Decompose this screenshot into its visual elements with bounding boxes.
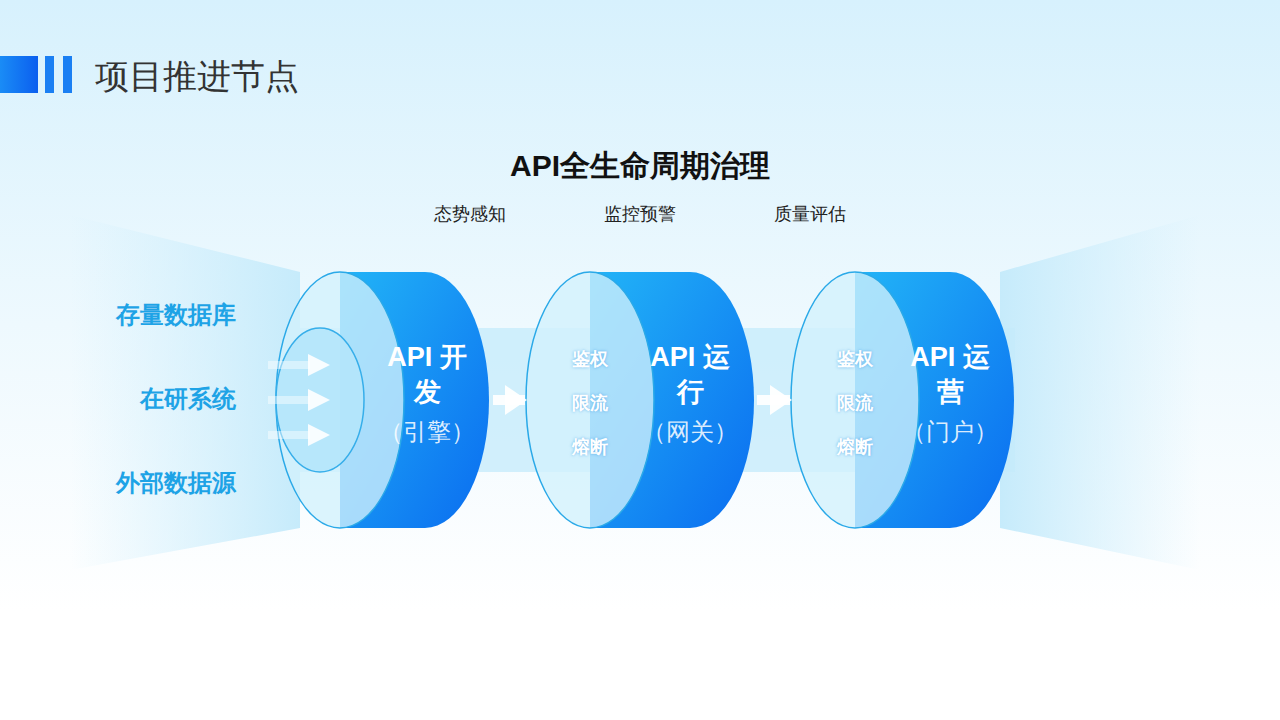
cylinder-face bbox=[276, 272, 404, 528]
stage-caption: 态势感知 bbox=[390, 203, 550, 226]
cylinder-face bbox=[791, 272, 919, 528]
capability-item: 熔断 bbox=[560, 436, 620, 459]
stage-name: API 运营 bbox=[910, 340, 990, 410]
cylinder-shape bbox=[275, 270, 493, 530]
source-label: 外部数据源 bbox=[60, 467, 236, 498]
source-label: 存量数据库 bbox=[60, 299, 236, 330]
stage-cylinder: 鉴权限流熔断 API 运营 （门户） bbox=[790, 270, 1016, 530]
capability-item: 限流 bbox=[560, 392, 620, 415]
stage-cylinder: API 开发 （引擎） bbox=[275, 270, 493, 530]
header-bar bbox=[45, 56, 54, 93]
arrow-head bbox=[308, 424, 330, 446]
capability-item: 鉴权 bbox=[825, 348, 885, 371]
cylinder-face bbox=[526, 272, 654, 528]
inner-ring bbox=[276, 328, 364, 472]
cylinder-shape bbox=[790, 270, 1016, 530]
source-label: 在研系统 bbox=[60, 383, 236, 414]
stage-component: （门户） bbox=[890, 416, 1010, 447]
capability-item: 熔断 bbox=[825, 436, 885, 459]
flow-arrow bbox=[757, 395, 790, 405]
arrow-head bbox=[308, 354, 330, 376]
cylinder-shape bbox=[525, 270, 757, 530]
arrow-shaft bbox=[268, 396, 310, 404]
header-block bbox=[0, 56, 38, 93]
arrow-shaft bbox=[268, 431, 310, 439]
stage-caption: 质量评估 bbox=[730, 203, 890, 226]
arrow-shaft bbox=[268, 361, 310, 369]
capability-item: 限流 bbox=[825, 392, 885, 415]
flow-arrow bbox=[493, 395, 525, 405]
diagram-heading: API全生命周期治理 bbox=[340, 146, 940, 185]
stage-cylinder: 鉴权限流熔断 API 运行 （网关） bbox=[525, 270, 757, 530]
stage-component: （引擎） bbox=[367, 416, 487, 447]
source-arrows bbox=[268, 354, 330, 446]
slide-title: 项目推进节点 bbox=[95, 54, 299, 98]
stage-component: （网关） bbox=[630, 416, 750, 447]
stage-name: API 运行 bbox=[650, 340, 730, 410]
output-glow bbox=[1000, 215, 1200, 570]
capability-item: 鉴权 bbox=[560, 348, 620, 371]
stage-name: API 开发 bbox=[387, 340, 467, 410]
arrow-head bbox=[308, 389, 330, 411]
header-bar bbox=[63, 56, 72, 93]
stage-caption: 监控预警 bbox=[560, 203, 720, 226]
